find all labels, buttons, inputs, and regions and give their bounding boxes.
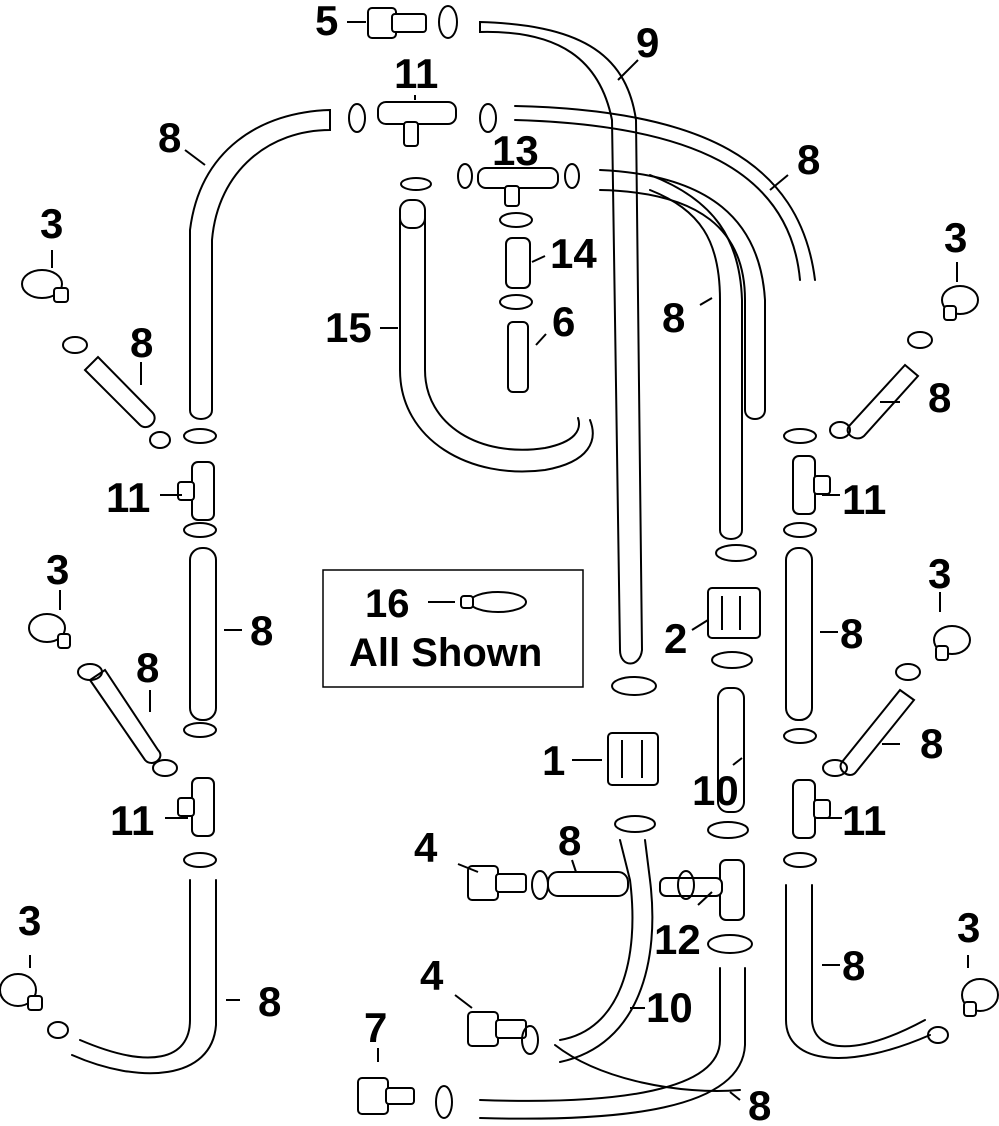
- tee-11-left-upper: [177, 461, 215, 521]
- callout-3-right-2: 3: [928, 550, 951, 597]
- callout-15: 15: [325, 304, 372, 351]
- callout-13: 13: [492, 127, 539, 174]
- hose-15-end: [399, 199, 426, 229]
- callout-8-left-2: 8: [136, 644, 159, 691]
- callout-5: 5: [315, 0, 338, 44]
- callout-11-left-2: 11: [110, 797, 154, 844]
- clamps: [47, 5, 949, 1119]
- callout-14: 14: [550, 230, 597, 277]
- hose-8-left-short-a: [83, 355, 156, 429]
- tee-12: [659, 859, 745, 921]
- legend-number: 16: [365, 582, 410, 626]
- hose-8-right-mid: [785, 547, 813, 721]
- filter-2: [707, 587, 761, 639]
- callout-8-top-right: 8: [797, 136, 820, 183]
- callout-1: 1: [542, 737, 565, 784]
- hose-8-left-mid: [189, 547, 217, 721]
- hose-8-center-horizontal: [547, 871, 629, 897]
- legend-frame: [322, 569, 584, 688]
- tee-11-left-lower: [177, 777, 215, 837]
- callout-8-left-bottom: 8: [258, 978, 281, 1025]
- hose-10-lower: [479, 967, 746, 1120]
- filter-1: [607, 732, 659, 786]
- hose-8-right-short-b: [839, 688, 916, 776]
- callout-8-right-2: 8: [920, 720, 943, 767]
- hose-8-center-right: [649, 174, 743, 540]
- hose-8-top-left: [189, 108, 331, 420]
- hose-8-left-short-b: [88, 668, 162, 764]
- callout-4-lower: 4: [420, 952, 444, 999]
- callout-8-right-bottom: 8: [842, 942, 865, 989]
- hose-8-left-bottom: [71, 879, 217, 1075]
- callout-8-center: 8: [662, 294, 685, 341]
- callout-11-right-2: 11: [842, 797, 886, 844]
- callout-10-lower: 10: [646, 984, 693, 1031]
- callout-8-top-left: 8: [158, 114, 181, 161]
- hose-9: [479, 20, 644, 665]
- callout-11-right-1: 11: [842, 476, 886, 523]
- callout-8-left-1: 8: [130, 319, 153, 366]
- connector-3-left-3: [0, 973, 43, 1011]
- callout-10-upper: 10: [692, 767, 739, 814]
- callout-3-left-3: 3: [18, 897, 41, 944]
- fitting-7: [357, 1077, 415, 1115]
- fitting-5: [367, 7, 427, 39]
- fitting-6: [507, 321, 529, 393]
- hose-8-top-right-b: [599, 169, 766, 420]
- callout-3-right-3: 3: [957, 904, 980, 951]
- tee-11-right-lower: [792, 779, 831, 839]
- callout-12: 12: [654, 916, 701, 963]
- callout-8-center-lower: 8: [558, 817, 581, 864]
- hose-14: [505, 237, 531, 289]
- legend-text: All Shown: [349, 631, 542, 675]
- tee-11-top: [377, 101, 457, 147]
- tee-11-right-upper: [792, 455, 831, 515]
- hose-8-top-right-a: [514, 105, 816, 281]
- fitting-4-upper: [467, 865, 527, 901]
- callout-6: 6: [552, 298, 575, 345]
- callout-8-right-mid: 8: [840, 610, 863, 657]
- callout-8-right-1: 8: [928, 374, 951, 421]
- callout-3-left-1: 3: [40, 200, 63, 247]
- hoses: [71, 20, 931, 1120]
- connector-3-right-2: [933, 625, 971, 661]
- hose-10-upper: [717, 687, 745, 813]
- hose-8-bottom-center: [559, 839, 654, 1063]
- connector-3-right-3: [961, 978, 999, 1017]
- legend-box: 16 All Shown: [322, 569, 584, 688]
- callout-8-bottom-center: 8: [748, 1082, 771, 1126]
- hose-8-right-bottom: [785, 884, 931, 1059]
- fitting-4-lower: [467, 1011, 527, 1047]
- callout-7: 7: [364, 1004, 387, 1051]
- callout-11-left-1: 11: [106, 474, 150, 521]
- callout-8-left-mid: 8: [250, 607, 273, 654]
- connector-3-left-2: [28, 613, 71, 649]
- callout-2: 2: [664, 615, 687, 662]
- legend-clamp-screw: [460, 595, 474, 609]
- tee-13: [477, 167, 559, 207]
- hose-15: [399, 209, 594, 473]
- callout-4-upper: 4: [414, 824, 438, 871]
- callout-3-left-2: 3: [46, 546, 69, 593]
- callout-3-right-1: 3: [944, 214, 967, 261]
- connector-3-left-1: [21, 269, 69, 303]
- callout-labels: 5 9 11 8 13 8 3 3 14 8 15 6 8 8 11 11 3 …: [18, 0, 980, 1126]
- leader-lines: [29, 21, 969, 1101]
- callout-11-top: 11: [394, 50, 438, 97]
- components: [0, 5, 999, 1119]
- callout-9: 9: [636, 19, 659, 66]
- hose-8-right-short-a: [846, 363, 920, 440]
- hose-8-bottom-curve: [554, 1044, 741, 1092]
- connector-3-right-1: [941, 285, 979, 321]
